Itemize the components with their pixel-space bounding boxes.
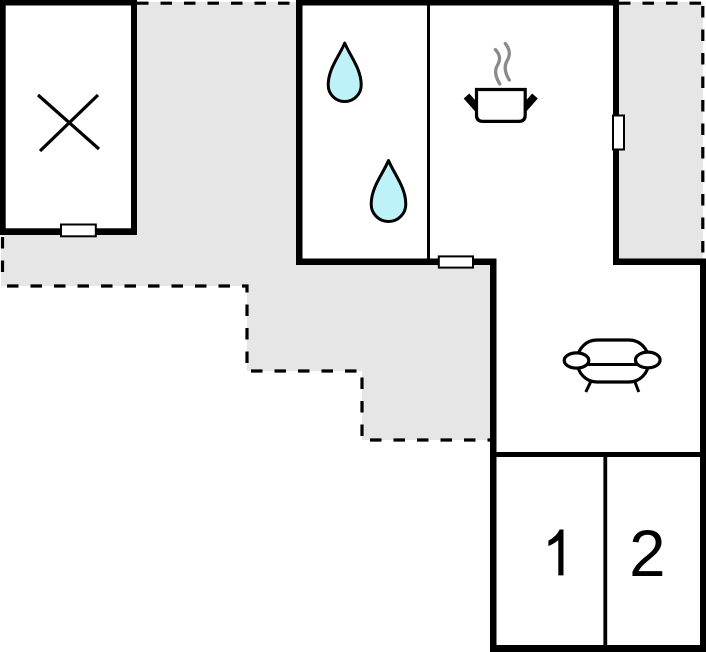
- svg-text:2: 2: [629, 517, 665, 590]
